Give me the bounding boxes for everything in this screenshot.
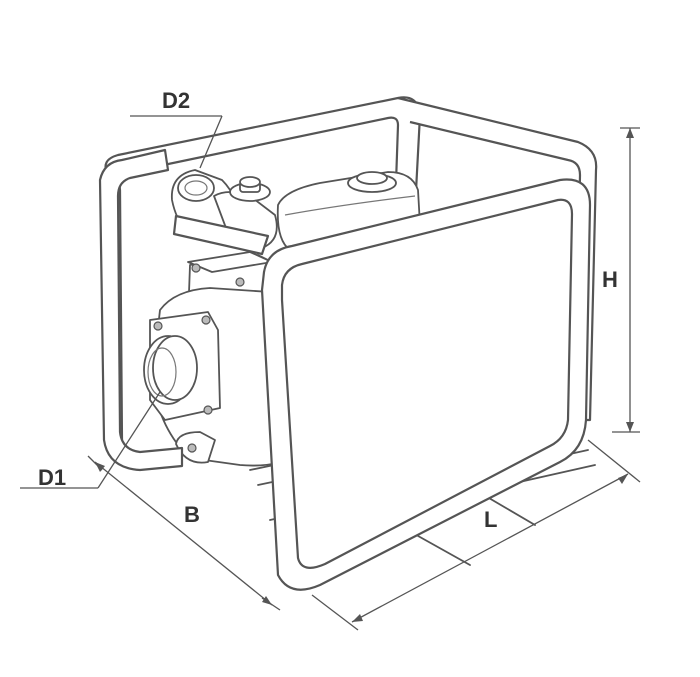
dimension-lines bbox=[20, 115, 641, 631]
frame-front bbox=[98, 148, 592, 591]
label-h: H bbox=[602, 267, 618, 292]
label-b: B bbox=[184, 502, 200, 527]
label-d2: D2 bbox=[162, 88, 190, 113]
label-l: L bbox=[484, 507, 497, 532]
label-d1: D1 bbox=[38, 465, 66, 490]
suction-inlet bbox=[143, 311, 221, 421]
